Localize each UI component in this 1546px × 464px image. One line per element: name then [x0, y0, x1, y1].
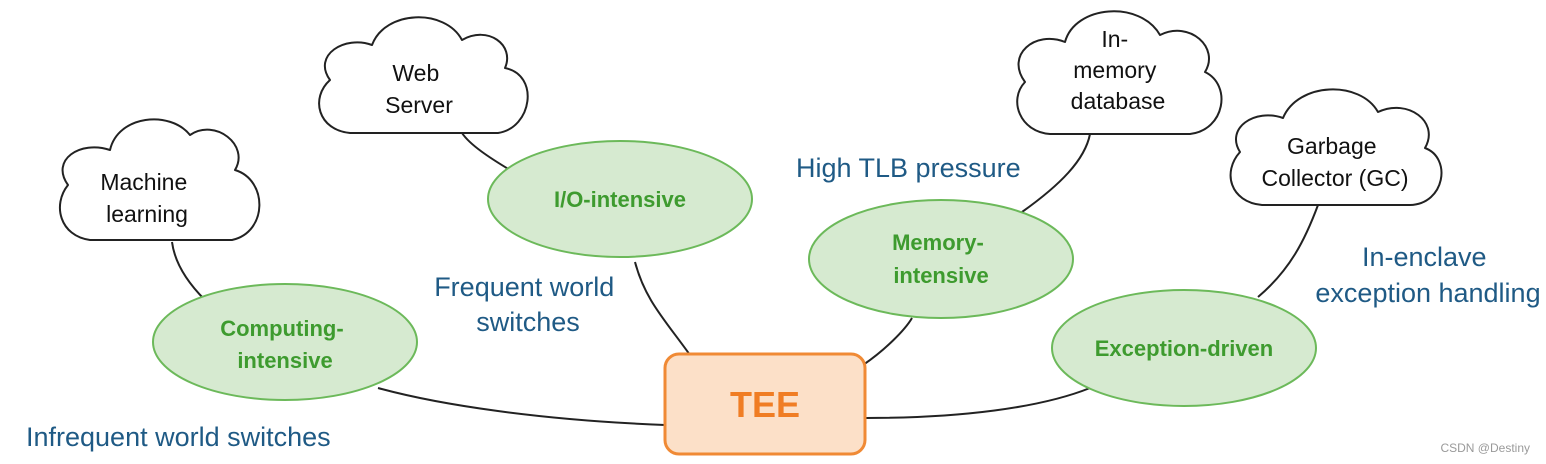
connector-tee-memory	[862, 317, 913, 366]
watermark: CSDN @Destiny	[1440, 441, 1530, 455]
connector-tee-io	[634, 261, 691, 356]
connector-tee-exception	[865, 387, 1091, 419]
connector-computing-ml	[171, 241, 206, 301]
cloud-web-server	[318, 16, 529, 134]
category-memory-intensive	[808, 199, 1074, 319]
cloud-in-memory-database	[1016, 10, 1223, 135]
connector-io-web	[461, 132, 511, 171]
connector-memory-imdb	[1021, 133, 1091, 213]
connector-exception-gc	[1257, 204, 1319, 298]
tee-label: TEE	[730, 384, 800, 425]
connector-lines	[171, 132, 1319, 426]
category-io-label: I/O-intensive	[554, 187, 686, 212]
workload-gc-label: Garbage Collector (GC)	[1262, 133, 1409, 191]
cloud-machine-learning	[59, 118, 261, 241]
connector-tee-computing	[377, 387, 666, 426]
cloud-garbage-collector	[1229, 88, 1443, 206]
category-io-intensive	[487, 140, 753, 258]
category-exception-driven	[1051, 289, 1317, 407]
note-tlb-pressure: High TLB pressure	[796, 153, 1021, 183]
category-computing-label: Computing- intensive	[220, 316, 350, 373]
tee-box	[663, 352, 867, 456]
workload-imdb-label: In- memory database	[1071, 26, 1166, 114]
note-frequent-switches: Frequent world switches	[434, 272, 622, 337]
category-computing-intensive	[152, 283, 418, 401]
note-in-enclave-exception: In-enclave exception handling	[1315, 242, 1540, 308]
workload-web-label: Web Server	[385, 60, 453, 118]
workload-ml-label: Machine learning	[100, 169, 193, 227]
category-exception-label: Exception-driven	[1095, 336, 1273, 361]
category-memory-label: Memory- intensive	[892, 230, 990, 288]
note-infrequent-switches: Infrequent world switches	[26, 422, 331, 452]
